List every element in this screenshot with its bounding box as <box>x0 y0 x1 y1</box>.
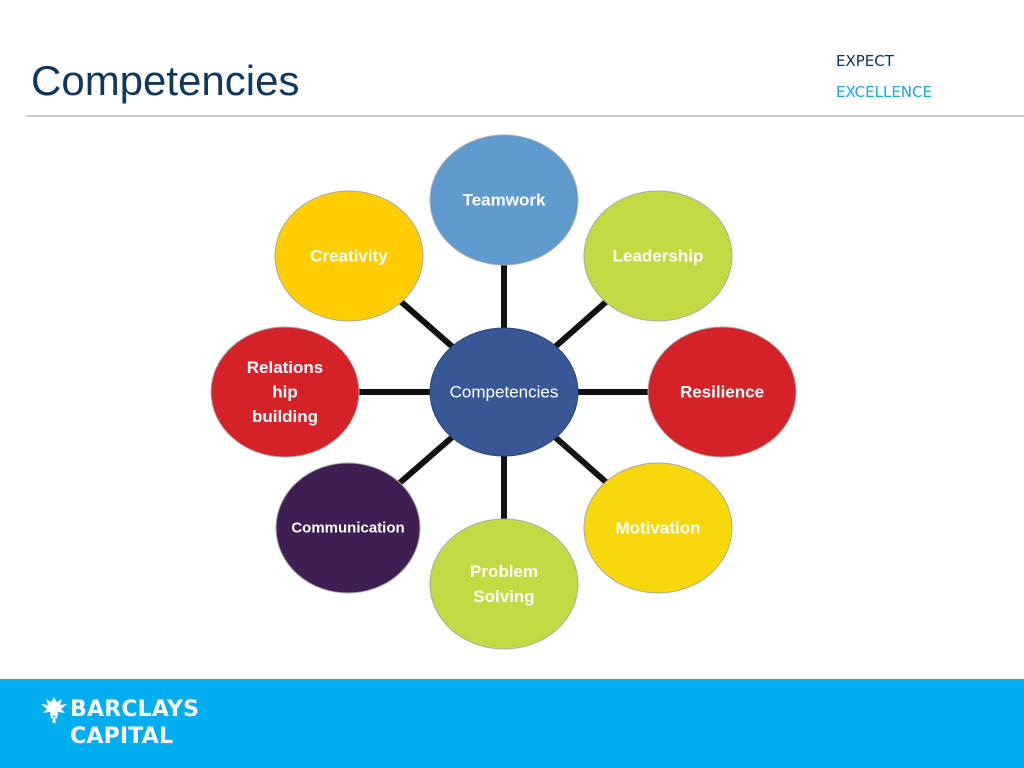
node-creativity-label: Creativity <box>310 247 388 266</box>
node-communication-label: Communication <box>291 520 404 537</box>
brand-line-capital: CAPITAL <box>70 724 174 749</box>
node-teamwork: Teamwork <box>429 134 579 266</box>
node-motivation-shape <box>583 462 733 594</box>
node-leadership-label: Leadership <box>613 247 704 266</box>
node-leadership-shape <box>583 190 733 322</box>
node-motivation-label: Motivation <box>616 519 701 538</box>
node-problem-solving-label: Solving <box>473 587 534 606</box>
center-node: Competencies <box>429 327 579 457</box>
node-resilience: Resilience <box>647 326 797 458</box>
tagline: EXPECT EXCELLENCE <box>836 46 932 108</box>
node-creativity: Creativity <box>274 190 424 322</box>
brand-logo-text: BARCLAYS CAPITAL <box>70 696 199 750</box>
node-communication-shape <box>275 462 421 594</box>
node-relationship-building-label: hip <box>272 383 298 402</box>
node-relationship-building-shape <box>210 326 360 458</box>
node-communication: Communication <box>275 462 421 594</box>
footer-bar: BARCLAYS CAPITAL <box>0 679 1024 768</box>
node-problem-solving-shape <box>429 518 579 650</box>
node-problem-solving-label: Problem <box>470 562 538 581</box>
center-node-shape <box>429 327 579 457</box>
node-motivation: Motivation <box>583 462 733 594</box>
node-resilience-label: Resilience <box>680 383 764 402</box>
node-relationship-building-label: building <box>252 407 318 426</box>
tagline-expect: EXPECT <box>836 52 894 70</box>
brand-line-barclays: BARCLAYS <box>70 697 200 722</box>
node-relationship-building-label: Relations <box>247 358 324 377</box>
competencies-diagram: TeamworkLeadershipResilienceMotivationPr… <box>210 134 797 650</box>
node-creativity-shape <box>274 190 424 322</box>
page-title: Competencies <box>31 57 300 104</box>
node-relationship-building: Relations hip building <box>210 326 360 458</box>
tagline-excellence: EXCELLENCE <box>836 83 932 101</box>
header-divider <box>26 115 1024 117</box>
node-teamwork-label: Teamwork <box>463 191 546 210</box>
center-node-label: Competencies <box>450 383 559 402</box>
node-resilience-shape <box>647 326 797 458</box>
node-teamwork-shape <box>429 134 579 266</box>
eagle-icon <box>41 697 67 723</box>
node-leadership: Leadership <box>583 190 733 322</box>
